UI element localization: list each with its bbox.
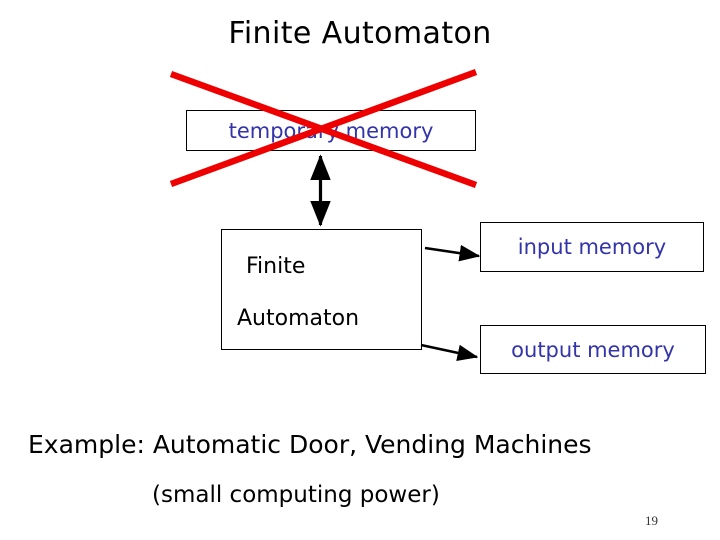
automaton-to-output-arrow	[420, 343, 479, 362]
input-to-automaton-arrow	[424, 244, 481, 262]
finite-automaton-box: Finite Automaton	[221, 229, 422, 350]
input-memory-label: input memory	[517, 235, 667, 259]
temporary-memory-label: temporary memory	[228, 118, 434, 143]
finite-automaton-label-line1: Finite	[246, 254, 306, 279]
output-memory-label: output memory	[511, 337, 675, 362]
temporary-memory-box: temporary memory	[186, 110, 476, 151]
example-caption: Example: Automatic Door, Vending Machine…	[28, 430, 592, 459]
output-memory-box: output memory	[480, 325, 706, 374]
page-title: Finite Automaton	[228, 16, 492, 51]
input-memory-box: input memory	[480, 222, 704, 272]
page-number: 19	[645, 513, 658, 528]
note-caption: (small computing power)	[152, 482, 440, 508]
finite-automaton-label-line2: Automaton	[237, 306, 360, 331]
